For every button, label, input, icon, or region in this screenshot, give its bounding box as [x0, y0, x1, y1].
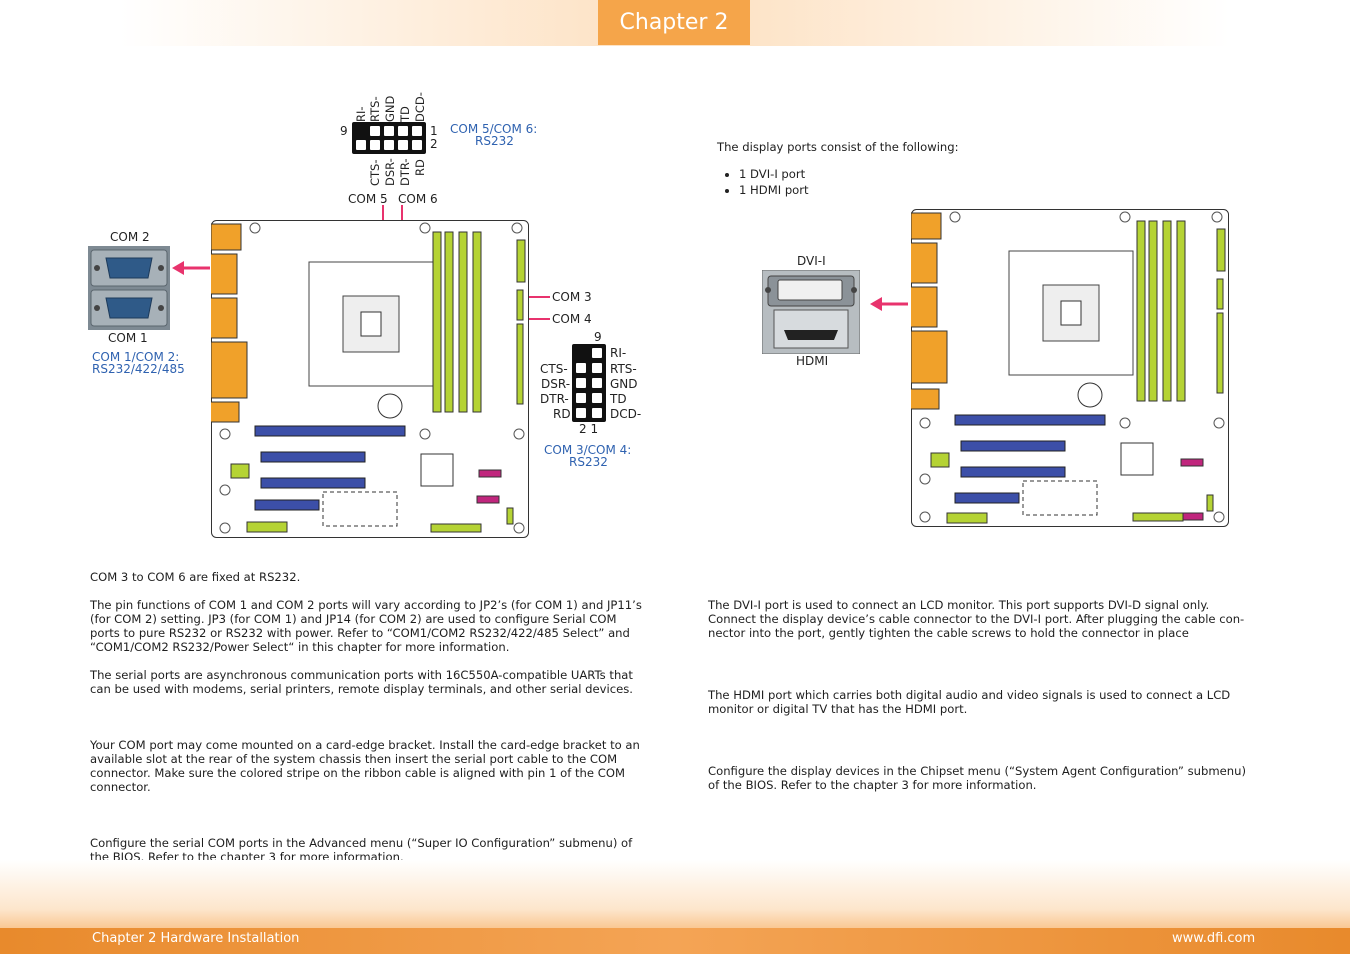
com34-caption: RS232: [569, 455, 608, 469]
com3-label: COM 3: [552, 290, 592, 304]
paragraph: Your COM port may come mounted on a card…: [90, 738, 640, 794]
com56-caption: COM 5/COM 6:: [450, 122, 538, 136]
db9-connectors-image: [88, 246, 170, 330]
pin-label: TD: [610, 392, 627, 406]
pin-label: TD: [398, 106, 412, 122]
pin-label: RI-: [354, 106, 368, 122]
pin-number: 9: [340, 124, 348, 138]
dvi-hdmi-image: [762, 270, 860, 354]
pin-label: DCD-: [413, 92, 427, 122]
pin-number: 9: [594, 330, 602, 344]
pin-label: RD: [413, 159, 427, 176]
com12-caption: COM 1/COM 2:: [92, 350, 180, 364]
com2-label: COM 2: [110, 230, 150, 244]
footer-bar: [0, 928, 1350, 954]
list-item: 1 HDMI port: [739, 182, 809, 198]
motherboard-layout-left: [211, 220, 529, 538]
pin-label: CTS-: [540, 362, 568, 376]
hdmi-label: HDMI: [796, 354, 829, 368]
pin-label: DTR-: [540, 392, 569, 406]
com4-label: COM 4: [552, 312, 592, 326]
pin-label: RTS-: [610, 362, 637, 376]
footer-band: [0, 860, 1350, 930]
com34-pin-header: [572, 344, 606, 422]
com1-label: COM 1: [108, 331, 148, 345]
paragraph: The pin functions of COM 1 and COM 2 por…: [90, 598, 642, 654]
display-port-list: 1 DVI-I port 1 HDMI port: [717, 166, 809, 198]
paragraph: The DVI-I port is used to connect an LCD…: [708, 598, 1245, 640]
pin-label: DSR-: [383, 158, 397, 186]
pin-label: RI-: [610, 346, 627, 360]
com5-label: COM 5: [348, 192, 388, 206]
pin-label: DCD-: [610, 407, 642, 421]
pin-number: 1: [430, 124, 438, 138]
arrow-icon: [870, 297, 908, 311]
motherboard-layout-right: [911, 209, 1229, 527]
pin-number: 2 1: [579, 422, 599, 436]
display-text: The DVI-I port is used to connect an LCD…: [708, 598, 1256, 792]
pin-label: DSR-: [541, 377, 571, 391]
pin-label: CTS-: [368, 159, 382, 186]
dvi-label: DVI-I: [797, 254, 826, 268]
pin-number: 2: [430, 137, 438, 151]
pin-label: RTS-: [368, 96, 382, 122]
list-item: 1 DVI-I port: [739, 166, 809, 182]
footer-chapter: Chapter 2 Hardware Installation: [92, 931, 300, 946]
com56-pin-header: [352, 122, 426, 154]
com-text: COM 3 to COM 6 are fixed at RS232. The p…: [90, 570, 642, 864]
com34-caption: COM 3/COM 4:: [544, 443, 632, 457]
com56-caption: RS232: [475, 134, 514, 148]
pin-label: RD: [553, 407, 571, 421]
paragraph: The serial ports are asynchronous commun…: [90, 668, 633, 696]
com12-caption: RS232/422/485: [92, 362, 185, 376]
display-intro: The display ports consist of the followi…: [717, 140, 959, 154]
arrow-icon: [172, 261, 210, 275]
footer-url[interactable]: www.dfi.com: [1172, 931, 1256, 946]
paragraph: The HDMI port which carries both digital…: [708, 688, 1231, 716]
pin-label: DTR-: [398, 158, 412, 186]
pin-label: GND: [610, 377, 638, 391]
pin-label: GND: [383, 95, 397, 122]
paragraph: COM 3 to COM 6 are fixed at RS232.: [90, 570, 301, 584]
chapter-tab: Chapter 2: [598, 0, 750, 45]
com6-label: COM 6: [398, 192, 438, 206]
paragraph: Configure the display devices in the Chi…: [708, 764, 1246, 792]
